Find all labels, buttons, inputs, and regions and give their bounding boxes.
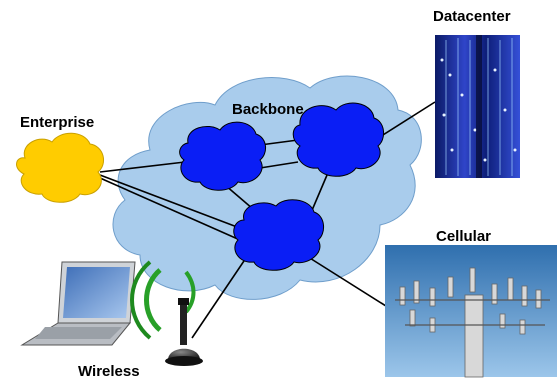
enterprise-cloud xyxy=(16,132,105,203)
link-router1-router2 xyxy=(259,139,299,146)
cell-tower-photo xyxy=(385,245,557,378)
datacenter-photo xyxy=(435,35,520,178)
wireless-antenna-icon xyxy=(130,260,203,366)
link-router2-router3 xyxy=(309,167,331,216)
laptop-icon xyxy=(20,261,136,346)
link-router1-router2b xyxy=(259,161,299,169)
router-cloud-3 xyxy=(233,199,324,271)
network-links xyxy=(99,101,436,339)
wireless-label: Wireless xyxy=(78,363,140,380)
backbone-label: Backbone xyxy=(232,101,304,118)
enterprise-label: Enterprise xyxy=(20,114,95,131)
datacenter-label: Datacenter xyxy=(433,8,511,25)
link-router2-datacenter xyxy=(374,101,436,141)
router-cloud-1 xyxy=(179,121,266,191)
link-enterprise-router3b xyxy=(99,177,241,241)
link-enterprise-router3 xyxy=(99,174,246,231)
link-enterprise-router1 xyxy=(99,161,186,173)
router-cloud-2 xyxy=(292,102,384,177)
link-router3-wireless xyxy=(191,254,249,339)
cellular-label: Cellular xyxy=(436,228,492,245)
